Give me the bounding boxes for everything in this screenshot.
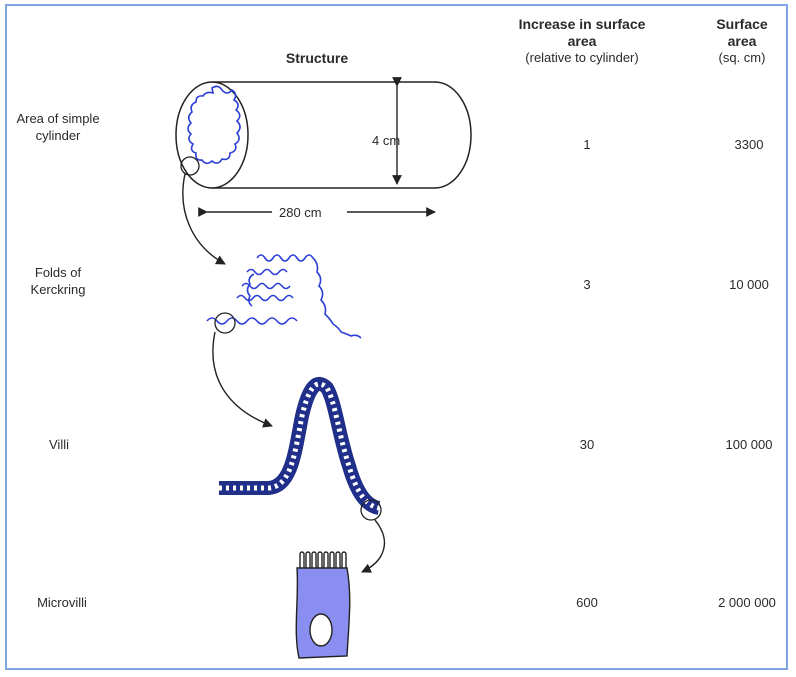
- diagram-frame: Structure Increase in surface area (rela…: [5, 4, 788, 670]
- length-label: 280 cm: [279, 205, 322, 220]
- villus-illustration: [219, 384, 379, 508]
- diameter-label: 4 cm: [372, 133, 400, 148]
- structure-illustrations: 4 cm 280 cm: [7, 6, 790, 672]
- connector-arrow-3: [362, 520, 384, 572]
- microvilli-cell-illustration: [296, 552, 349, 658]
- microvilli-brush-border: [300, 552, 346, 568]
- cell-nucleus: [310, 614, 332, 646]
- cylinder-illustration: 4 cm 280 cm: [176, 82, 471, 220]
- connector-arrow-2: [213, 332, 272, 426]
- folds-illustration: [207, 255, 361, 338]
